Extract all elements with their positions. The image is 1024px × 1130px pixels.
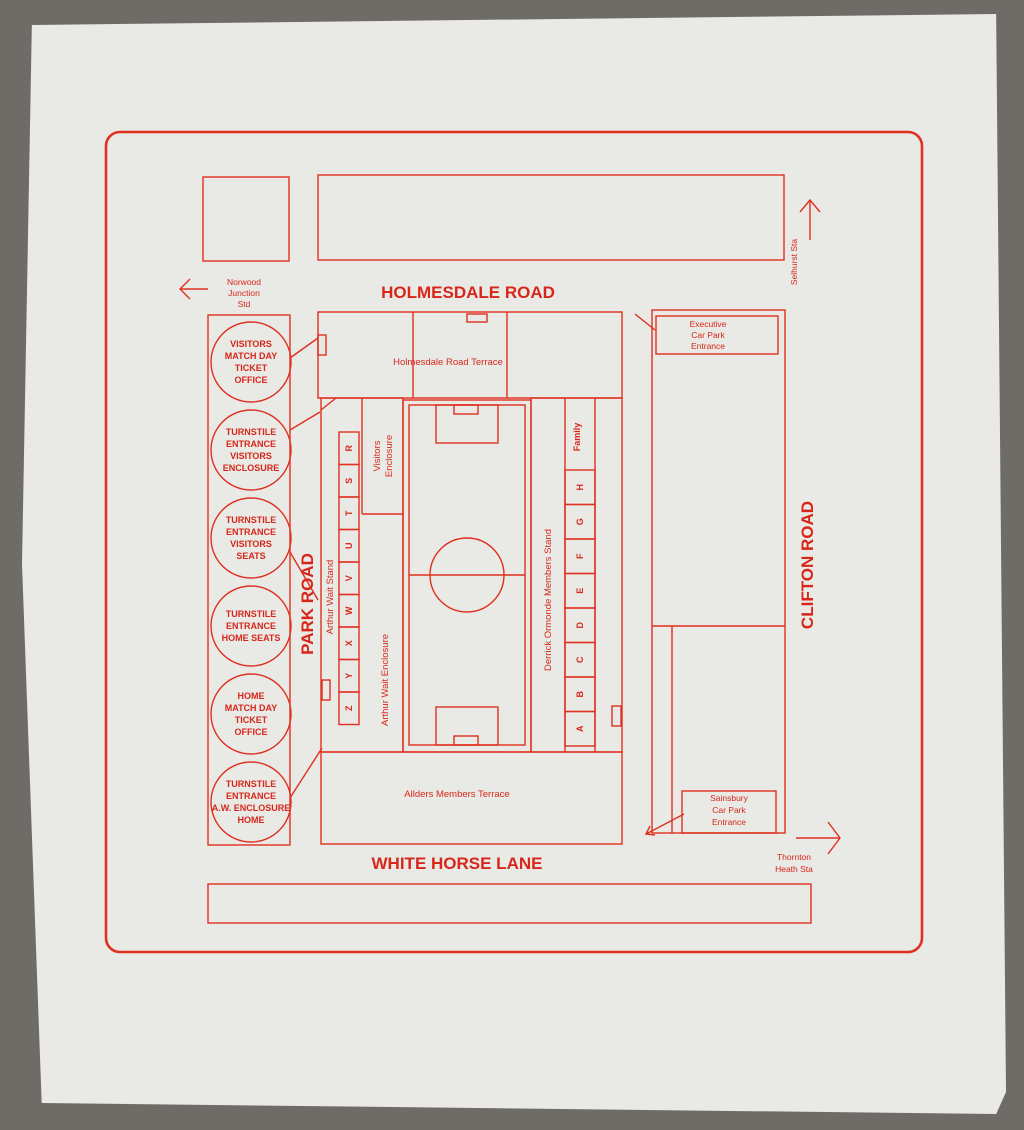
turnstile-circle[interactable]	[210, 673, 292, 755]
arthur-wait-enclosure-label: Arthur Wait Enclosure	[380, 634, 391, 726]
top-block	[317, 174, 785, 261]
arrow-up-icon	[799, 198, 821, 240]
turnstile-circle-label: HOME SEATS	[222, 633, 281, 643]
turnstile-circle-label: HOME	[238, 815, 265, 825]
station-thornton-1: Thornton	[777, 852, 811, 862]
turnstile-circle-label: ENCLOSURE	[223, 463, 280, 473]
seat-block-label: V	[344, 575, 354, 581]
executive-entrance[interactable]	[655, 315, 779, 355]
turnstile-circle-label: ENTRANCE	[226, 791, 276, 801]
seat-block-label: S	[344, 478, 354, 484]
road-white-horse-lane: WHITE HORSE LANE	[372, 854, 543, 873]
seat-block-label: D	[575, 622, 585, 629]
seat-block-label: W	[344, 606, 354, 615]
turnstile-circle-label: ENTRANCE	[226, 439, 276, 449]
sainsbury-entrance[interactable]	[681, 790, 777, 834]
road-park: PARK ROAD	[298, 553, 317, 655]
seat-block-label: B	[575, 691, 585, 698]
sainsbury-label-1: Sainsbury	[710, 793, 749, 803]
paper-sheet	[22, 14, 1006, 1114]
station-norwood-3: Std	[238, 299, 251, 309]
seat-block-label: Z	[344, 705, 354, 711]
turnstile-circle-label: VISITORS	[230, 339, 272, 349]
station-thornton-2: Heath Sta	[775, 864, 813, 874]
turnstile-circle-label: OFFICE	[235, 727, 268, 737]
holmesdale-terrace-label: Holmesdale Road Terrace	[393, 357, 503, 368]
arrow-right-icon	[796, 821, 841, 855]
turnstile-circle[interactable]	[210, 761, 292, 843]
turnstile-circle-label: VISITORS	[230, 451, 272, 461]
turnstile-circle[interactable]	[210, 321, 292, 403]
turnstile-circle-label: TICKET	[235, 715, 268, 725]
turnstile-circle-label: A.W. ENCLOSURE	[212, 803, 291, 813]
derrick-stand-label: Derrick Ormonde Members Stand	[543, 529, 554, 671]
turnstile-circle-label: OFFICE	[235, 375, 268, 385]
turnstile-circle-label: TURNSTILE	[226, 427, 277, 437]
holmesdale-terrace	[317, 311, 623, 399]
turnstile-circle-label: MATCH DAY	[225, 351, 278, 361]
road-clifton: CLIFTON ROAD	[798, 501, 817, 629]
station-selhurst: Selhurst Sta	[789, 239, 799, 286]
executive-label-2: Car Park	[691, 330, 725, 340]
executive-label-3: Entrance	[691, 341, 725, 351]
arthur-wait-stand-label: Arthur Wait Stand	[325, 560, 336, 635]
seat-block-label: X	[344, 640, 354, 646]
turnstile-circle[interactable]	[210, 409, 292, 491]
road-holmesdale: HOLMESDALE ROAD	[381, 283, 555, 302]
seat-block-label: G	[575, 518, 585, 525]
turnstile-circle-label: MATCH DAY	[225, 703, 278, 713]
seat-block-label: C	[575, 656, 585, 663]
turnstile-circles: VISITORS MATCH DAY TICKET OFFICE TURNSTILE EN…	[210, 321, 292, 843]
top-left-block	[202, 176, 290, 262]
visitors-enclosure-label-2: Enclosure	[384, 435, 395, 477]
turnstile-column	[207, 314, 291, 846]
turnstile-circle-label: HOME	[238, 691, 265, 701]
sainsbury-label-2: Car Park	[712, 805, 746, 815]
blocks-west: R S T U V W X Y Z	[338, 431, 360, 726]
seat-block-label: Y	[344, 673, 354, 679]
visitors-enclosure-label-1: Visitors	[372, 440, 383, 471]
turnstile-circle-label: ENTRANCE	[226, 527, 276, 537]
seat-block-label: R	[344, 445, 354, 452]
seat-block-Z[interactable]	[338, 691, 360, 726]
turnstile-circle-label: TICKET	[235, 363, 268, 373]
turnstile-circle-label: VISITORS	[230, 539, 272, 549]
map-frame	[104, 130, 924, 954]
turnstile-circle[interactable]	[210, 497, 292, 579]
turnstile-circle[interactable]	[210, 585, 292, 667]
allders-terrace-label: Allders Members Terrace	[404, 789, 509, 800]
turnstile-circle-label: TURNSTILE	[226, 515, 277, 525]
station-norwood-1: Norwood	[227, 277, 261, 287]
executive-label-1: Executive	[690, 319, 727, 329]
seat-block-label: A	[575, 725, 585, 732]
seat-block-label: F	[575, 553, 585, 559]
sainsbury-label-3: Entrance	[712, 817, 746, 827]
seat-block-label: E	[575, 588, 585, 594]
family-label: Family	[572, 423, 582, 452]
turnstile-circle-label: ENTRANCE	[226, 621, 276, 631]
arrow-left-icon	[179, 278, 208, 300]
turnstile-circle-label: SEATS	[236, 551, 265, 561]
pitch-border	[402, 399, 532, 753]
seat-block-label: U	[344, 543, 354, 550]
derrick-stand	[530, 397, 623, 753]
turnstile-circle-label: TURNSTILE	[226, 609, 277, 619]
bottom-block	[207, 883, 812, 924]
blocks-east: H G F E D C B A	[564, 469, 596, 747]
seat-block-label: H	[575, 484, 585, 491]
station-norwood-2: Junction	[228, 288, 260, 298]
turnstile-circle-label: TURNSTILE	[226, 779, 277, 789]
seat-block-A[interactable]	[564, 710, 596, 747]
seat-block-label: T	[344, 510, 354, 516]
